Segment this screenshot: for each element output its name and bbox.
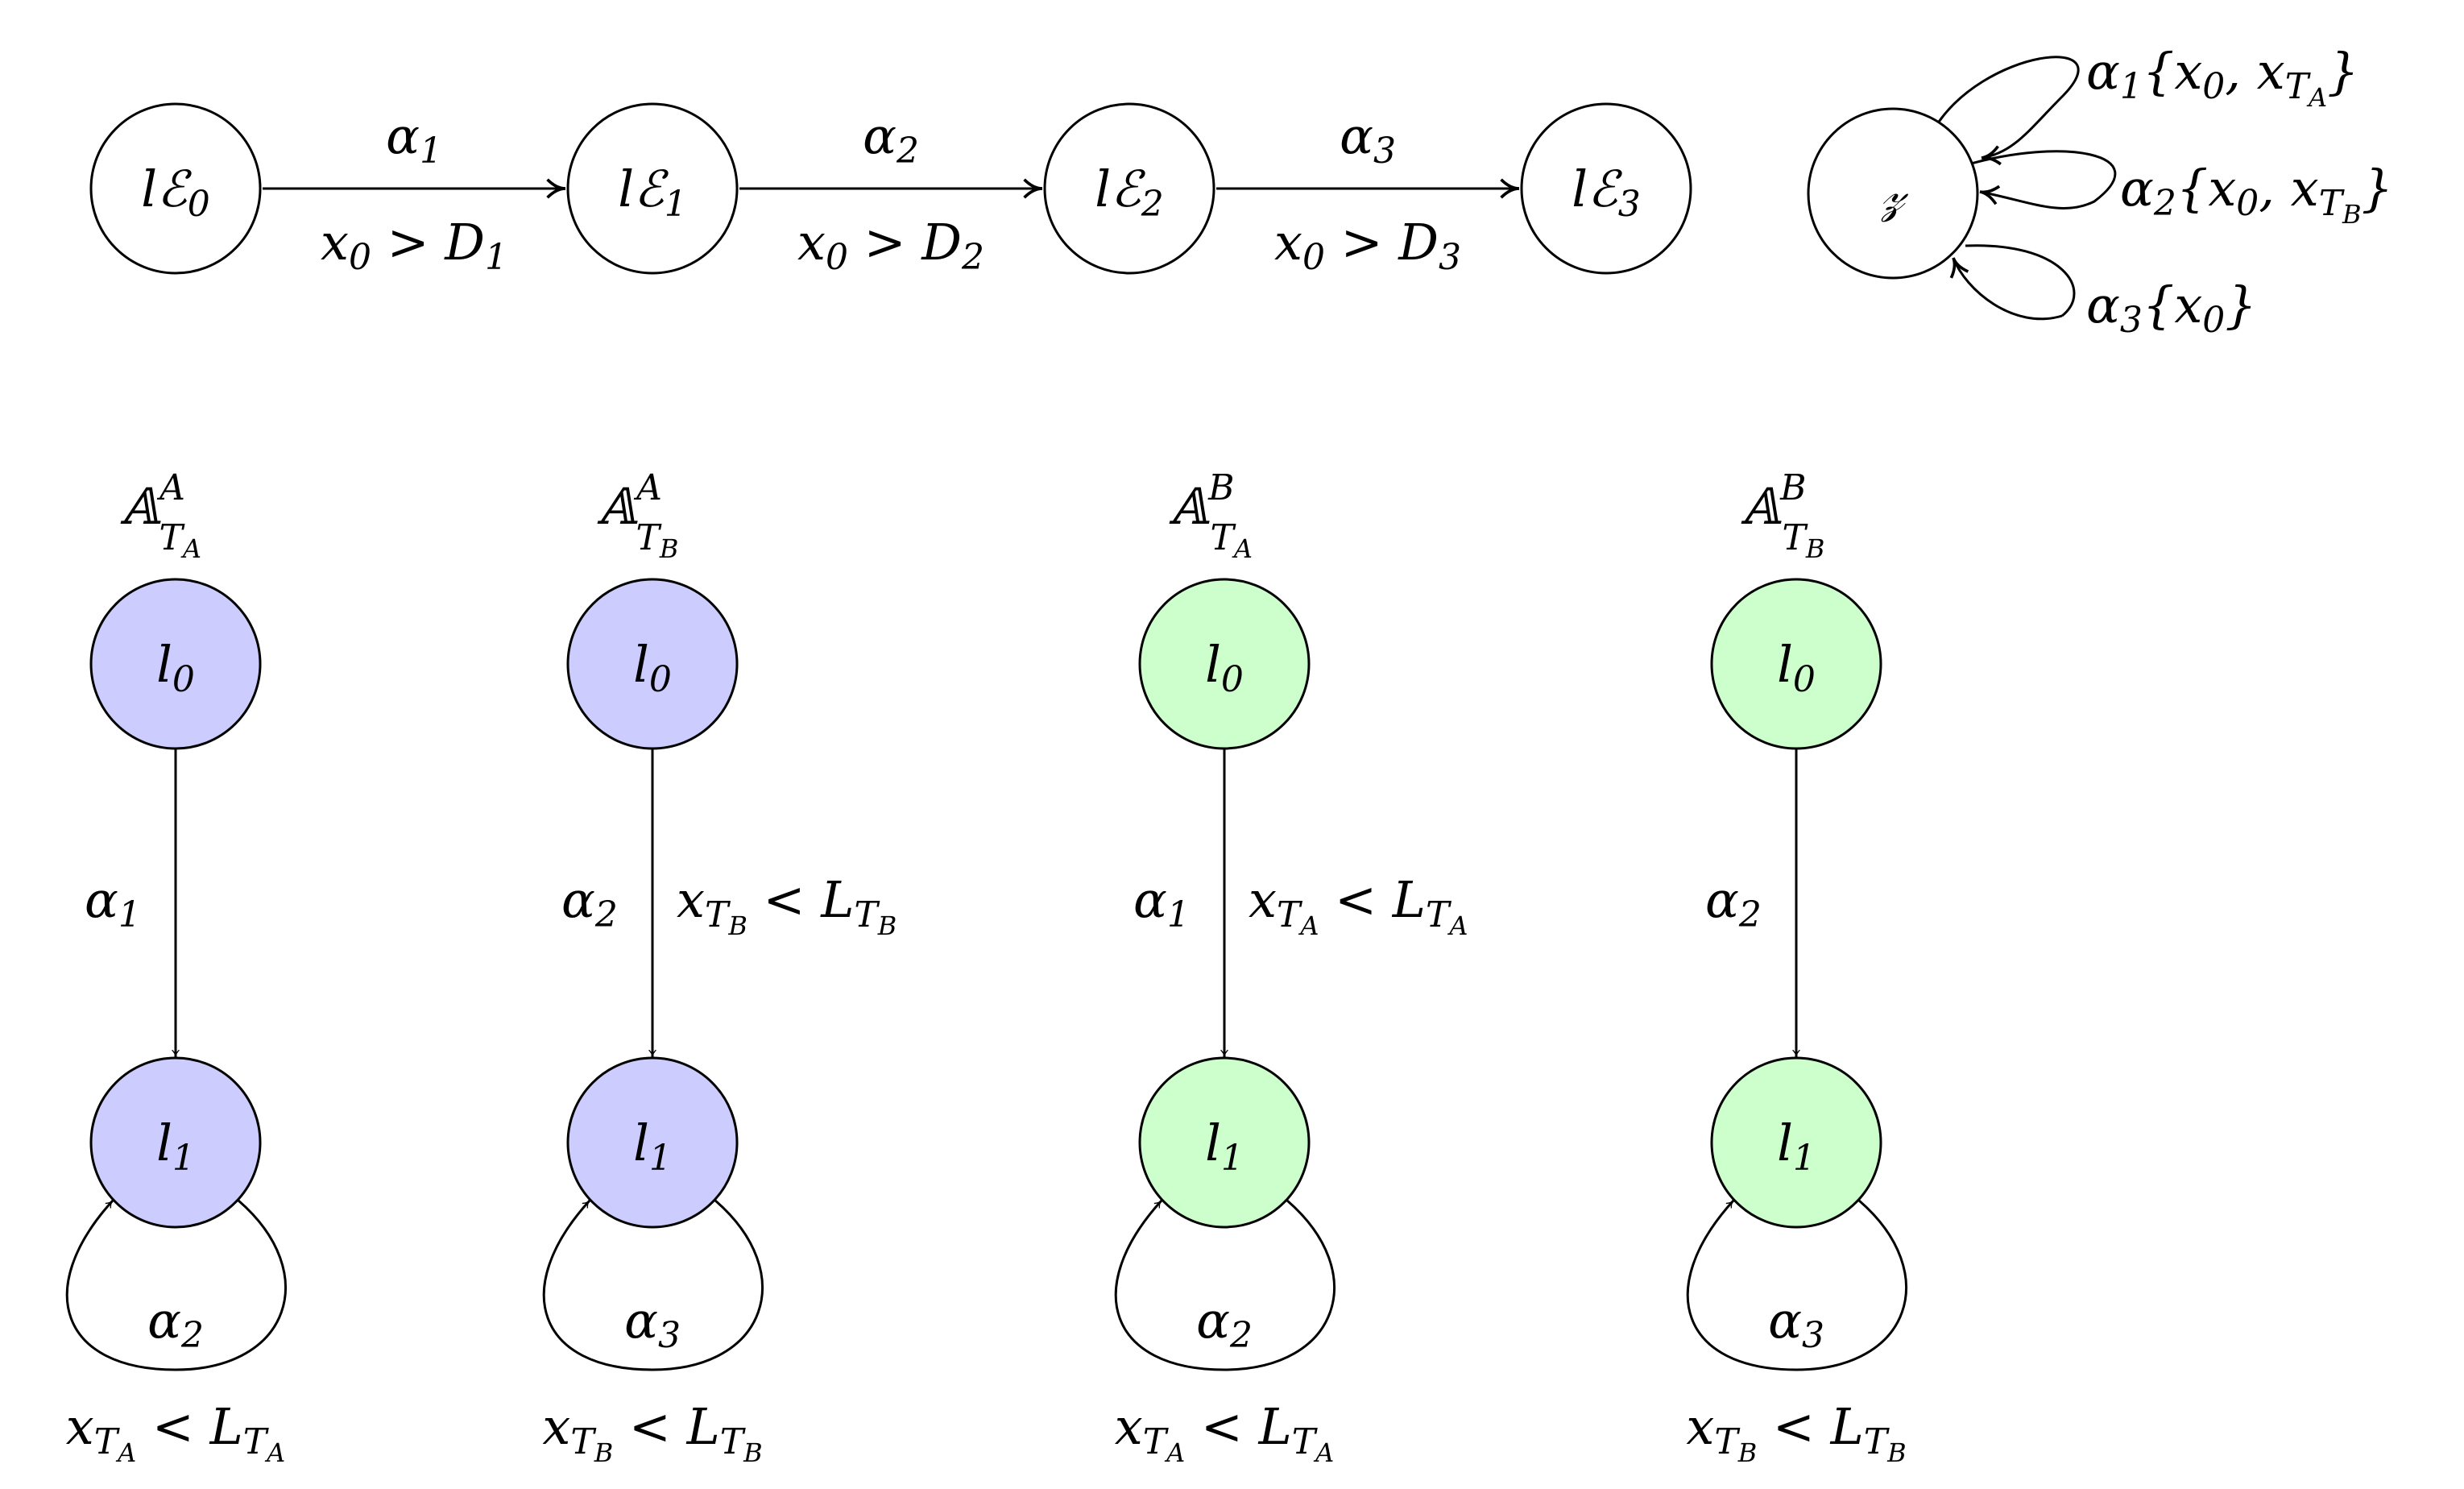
z-loop-3 bbox=[1965, 244, 2076, 317]
automaton-0-edge-action: α1 bbox=[85, 870, 141, 935]
automaton-3-loop bbox=[1686, 1199, 1907, 1371]
z-loop-label-2: α2{x0, xTB} bbox=[2120, 159, 2393, 230]
automaton-1-state-1: l1 bbox=[566, 1056, 739, 1229]
automaton-1-loop-action: α3 bbox=[624, 1291, 681, 1356]
env-chain: α1 x0 > D1 α2 x0 > D2 α3 x0 > D3 lℰ0 lℰ1… bbox=[89, 102, 1692, 278]
automaton-1-invariant: xTB < LTB bbox=[542, 1397, 762, 1468]
automaton-2-state-1: l1 bbox=[1138, 1056, 1311, 1229]
automaton-2-loop bbox=[1114, 1199, 1336, 1371]
automaton-2-edge-action: α1 bbox=[1133, 870, 1190, 935]
svg-text:𝓏: 𝓏 bbox=[1881, 164, 1909, 223]
svg-text:l1: l1 bbox=[1777, 1114, 1816, 1179]
svg-text:l0: l0 bbox=[633, 635, 672, 700]
env-edge-guard-3: x0 > D3 bbox=[1274, 213, 1461, 278]
env-edge-guard-1: x0 > D1 bbox=[321, 213, 507, 278]
automaton-3-invariant: xTB < LTB bbox=[1686, 1397, 1906, 1468]
svg-text:l0: l0 bbox=[156, 635, 195, 700]
z-state-group: 𝓏 α1{x0, xTA} α2{x0, xTB} α3{x0} bbox=[1807, 42, 2393, 341]
env-edge-guard-2: x0 > D2 bbox=[797, 213, 984, 278]
automaton-0-loop bbox=[65, 1199, 287, 1371]
env-edge-action-1: α1 bbox=[386, 106, 442, 172]
env-state-2: lℰ2 bbox=[1043, 102, 1215, 275]
svg-text:lℰ2: lℰ2 bbox=[1095, 160, 1163, 225]
automaton-1-state-0: l0 bbox=[566, 578, 739, 750]
svg-text:l1: l1 bbox=[633, 1114, 672, 1179]
svg-text:l1: l1 bbox=[156, 1114, 195, 1179]
svg-text:lℰ1: lℰ1 bbox=[618, 160, 686, 225]
automaton-3-loop-action: α3 bbox=[1768, 1291, 1824, 1356]
automaton-3-edge-action: α2 bbox=[1705, 870, 1762, 935]
automaton-1-loop bbox=[542, 1199, 764, 1371]
automaton-0-state-0: l0 bbox=[89, 578, 262, 750]
z-loop-label-1: α1{x0, xTA} bbox=[2086, 42, 2359, 113]
automaton-2-invariant: xTA < LTA bbox=[1115, 1397, 1334, 1468]
z-state: 𝓏 bbox=[1807, 107, 1979, 280]
automaton-2-state-0: l0 bbox=[1138, 578, 1311, 750]
svg-text:lℰ3: lℰ3 bbox=[1572, 160, 1640, 225]
env-state-1: lℰ1 bbox=[566, 102, 739, 275]
automaton-1-edge-guard: xTB < LTB bbox=[677, 870, 897, 941]
svg-text:l1: l1 bbox=[1205, 1114, 1244, 1179]
automaton-1-edge-action: α2 bbox=[561, 870, 618, 935]
env-edge-action-2: α2 bbox=[863, 106, 919, 172]
automaton-0-state-1: l1 bbox=[89, 1056, 262, 1229]
env-state-0: lℰ0 bbox=[89, 102, 262, 275]
svg-text:l0: l0 bbox=[1777, 635, 1816, 700]
z-loop-2 bbox=[1965, 150, 2117, 209]
automaton-0-loop-action: α2 bbox=[147, 1291, 204, 1356]
automaton-3-state-1: l1 bbox=[1710, 1056, 1882, 1229]
automaton-2-edge-guard: xTA < LTA bbox=[1249, 870, 1468, 941]
automaton-3-state-0: l0 bbox=[1710, 578, 1882, 750]
z-loop-3b bbox=[1949, 257, 2063, 321]
env-state-3: lℰ3 bbox=[1520, 102, 1692, 275]
svg-text:lℰ0: lℰ0 bbox=[141, 160, 209, 225]
svg-text:l0: l0 bbox=[1205, 635, 1244, 700]
env-edge-action-3: α3 bbox=[1340, 106, 1396, 172]
automaton-2-loop-action: α2 bbox=[1196, 1291, 1253, 1356]
z-loop-label-3: α3{x0} bbox=[2086, 276, 2257, 341]
z-loop-1 bbox=[1932, 56, 2080, 166]
automaton-0-invariant: xTA < LTA bbox=[66, 1397, 285, 1468]
